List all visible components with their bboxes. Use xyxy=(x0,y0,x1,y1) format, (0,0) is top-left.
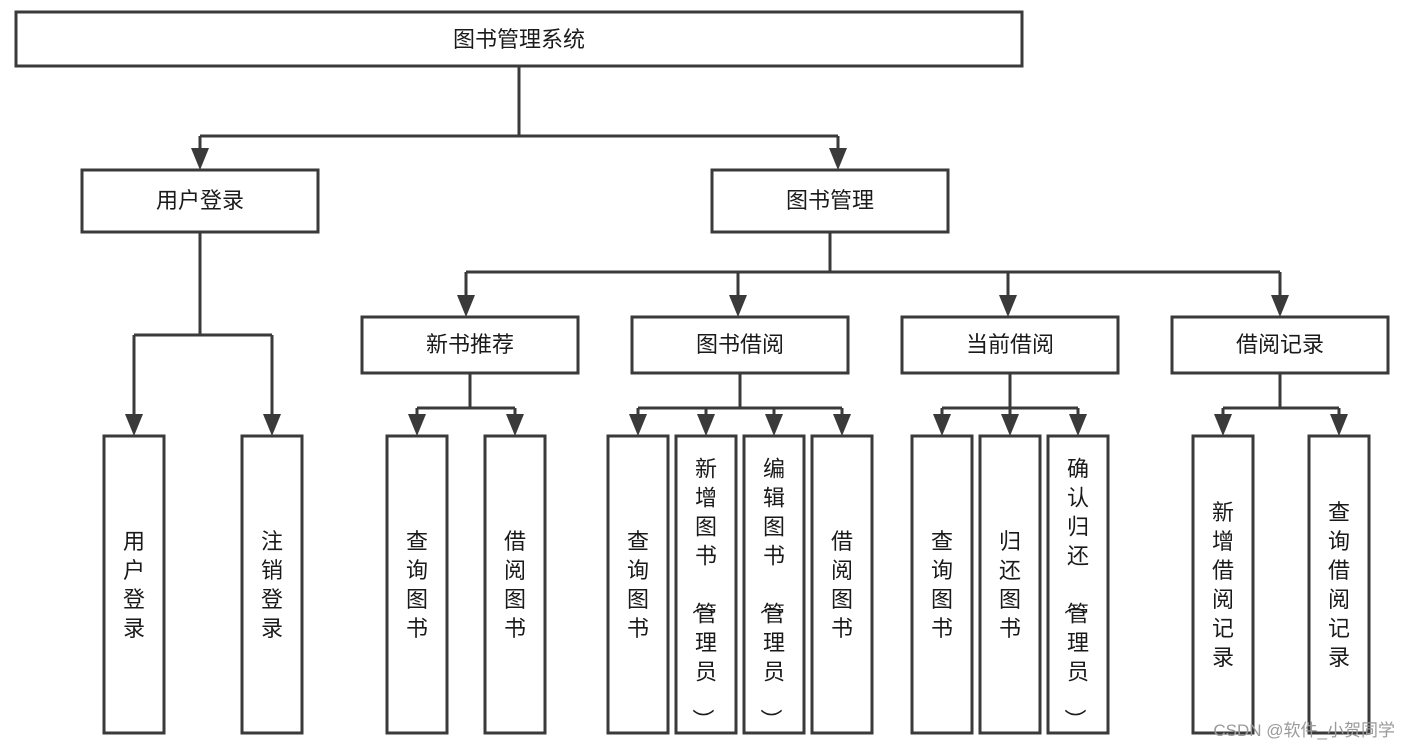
leaf-recommend-2-label: 借阅图书 xyxy=(504,529,526,641)
node-current-borrow-box[interactable] xyxy=(900,315,1120,375)
arrowhead-layer xyxy=(125,148,1348,436)
arrowhead-icon-leaf-c1 xyxy=(933,414,951,436)
leaf-borrow-1[interactable]: 查询图书 xyxy=(606,434,670,735)
node-book-borrow-box[interactable] xyxy=(630,315,850,375)
leaf-user-login-2-label: 注销登录 xyxy=(261,529,283,641)
arrowhead-icon-leaf-b4 xyxy=(833,414,851,436)
leaf-current-3-label: 确认归还（管理员） xyxy=(1062,457,1089,731)
leaf-record-2-label: 查询借阅记录 xyxy=(1328,500,1350,670)
leaf-user-login-2[interactable]: 注销登录 xyxy=(240,434,304,735)
arrowhead-icon-leaf-u2 xyxy=(263,414,281,436)
leaf-borrow-2[interactable]: 新增图书（管理员） xyxy=(674,434,738,735)
leaf-borrow-4-box[interactable] xyxy=(810,434,874,735)
leaf-current-3[interactable]: 确认归还（管理员） xyxy=(1046,434,1110,735)
arrowhead-icon-leaf-u1 xyxy=(125,414,143,436)
arrowhead-icon-user-login xyxy=(191,148,209,170)
leaf-borrow-1-label: 查询图书 xyxy=(627,529,649,641)
arrowhead-icon-leaf-k2 xyxy=(1330,414,1348,436)
node-user-login[interactable]: 用户登录 xyxy=(80,168,320,234)
leaf-borrow-4[interactable]: 借阅图书 xyxy=(810,434,874,735)
arrowhead-icon-borrow xyxy=(729,295,747,317)
leaf-user-login-2-box[interactable] xyxy=(240,434,304,735)
leaf-borrow-2-label: 新增图书（管理员） xyxy=(690,457,717,731)
leaf-recommend-1[interactable]: 查询图书 xyxy=(385,434,449,735)
node-root-box[interactable] xyxy=(14,10,1024,68)
arrowhead-icon-leaf-r2 xyxy=(506,414,524,436)
leaf-current-1-label: 查询图书 xyxy=(931,529,953,641)
node-root-label: 图书管理系统 xyxy=(453,27,585,52)
node-borrow-record-box[interactable] xyxy=(1170,315,1390,375)
leaf-record-2-box[interactable] xyxy=(1307,434,1371,735)
node-user-login-label: 用户登录 xyxy=(156,188,244,213)
node-book-manage[interactable]: 图书管理 xyxy=(710,168,950,234)
leaf-recommend-1-label: 查询图书 xyxy=(406,529,428,641)
leaf-record-2[interactable]: 查询借阅记录 xyxy=(1307,434,1371,735)
leaf-borrow-3-box[interactable] xyxy=(742,434,806,735)
arrowhead-icon-record xyxy=(1271,295,1289,317)
leaf-record-1-box[interactable] xyxy=(1191,434,1255,735)
arrowhead-icon-leaf-b2 xyxy=(697,414,715,436)
leaf-user-login-1-box[interactable] xyxy=(102,434,166,735)
arrowhead-icon-leaf-k1 xyxy=(1214,414,1232,436)
node-borrow-record[interactable]: 借阅记录 xyxy=(1170,315,1390,375)
leaf-recommend-2-box[interactable] xyxy=(483,434,547,735)
node-new-book-recommend[interactable]: 新书推荐 xyxy=(360,315,580,375)
arrowhead-icon-current xyxy=(999,295,1017,317)
leaf-borrow-3-label: 编辑图书（管理员） xyxy=(758,457,785,731)
node-borrow-record-label: 借阅记录 xyxy=(1236,332,1324,357)
node-new-book-recommend-box[interactable] xyxy=(360,315,580,375)
leaf-borrow-3[interactable]: 编辑图书（管理员） xyxy=(742,434,806,735)
node-book-manage-label: 图书管理 xyxy=(786,188,874,213)
node-current-borrow-label: 当前借阅 xyxy=(966,332,1054,357)
leaf-current-1-box[interactable] xyxy=(910,434,974,735)
arrowhead-icon-leaf-c2 xyxy=(1001,414,1019,436)
node-current-borrow[interactable]: 当前借阅 xyxy=(900,315,1120,375)
arrowhead-icon-leaf-r1 xyxy=(408,414,426,436)
leaf-current-1[interactable]: 查询图书 xyxy=(910,434,974,735)
leaf-current-2-label: 归还图书 xyxy=(999,529,1021,641)
arrowhead-icon-leaf-b3 xyxy=(765,414,783,436)
node-root[interactable]: 图书管理系统 xyxy=(14,10,1024,68)
arrowhead-icon-leaf-c3 xyxy=(1069,414,1087,436)
arrowhead-icon-leaf-b1 xyxy=(629,414,647,436)
leaf-recommend-2[interactable]: 借阅图书 xyxy=(483,434,547,735)
leaf-user-login-1-label: 用户登录 xyxy=(123,529,145,641)
node-book-manage-box[interactable] xyxy=(710,168,950,234)
leaf-user-login-1[interactable]: 用户登录 xyxy=(102,434,166,735)
leaf-record-1-label: 新增借阅记录 xyxy=(1212,500,1234,670)
node-book-borrow-label: 图书借阅 xyxy=(696,332,784,357)
leaf-current-3-box[interactable] xyxy=(1046,434,1110,735)
arrowhead-icon-book-manage xyxy=(829,148,847,170)
leaf-current-2-box[interactable] xyxy=(978,434,1042,735)
arrowhead-icon-recommend xyxy=(457,295,475,317)
leaf-borrow-4-label: 借阅图书 xyxy=(831,529,853,641)
leaf-current-2[interactable]: 归还图书 xyxy=(978,434,1042,735)
leaf-record-1[interactable]: 新增借阅记录 xyxy=(1191,434,1255,735)
node-new-book-recommend-label: 新书推荐 xyxy=(426,332,514,357)
leaf-borrow-1-box[interactable] xyxy=(606,434,670,735)
leaf-recommend-1-box[interactable] xyxy=(385,434,449,735)
leaf-borrow-2-box[interactable] xyxy=(674,434,738,735)
node-user-login-box[interactable] xyxy=(80,168,320,234)
node-book-borrow[interactable]: 图书借阅 xyxy=(630,315,850,375)
